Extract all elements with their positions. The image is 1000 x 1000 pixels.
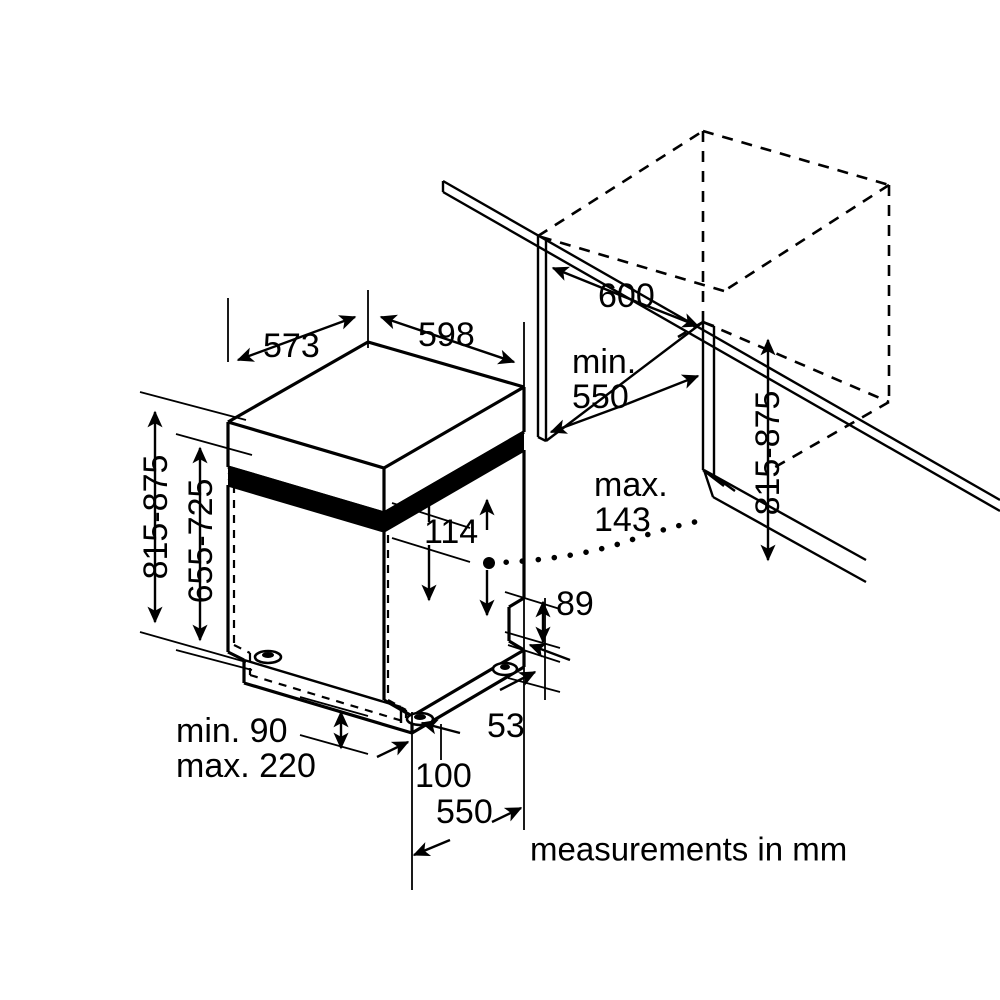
leader-max-143 (483, 518, 703, 569)
label-815-875-appliance: 815-875 (137, 455, 175, 580)
control-panel-strip (227, 430, 525, 533)
dishwasher-appliance (226, 340, 526, 735)
appliance-right-side-lower (507, 450, 526, 652)
label-114: 114 (424, 513, 478, 551)
label-max-143-line1: max. (594, 466, 668, 504)
label-max-220: max. 220 (176, 747, 316, 785)
extension-lines (139, 290, 561, 890)
dimension-arrow-598 (379, 314, 516, 365)
appliance-door-front-face (226, 485, 386, 700)
label-89: 89 (556, 585, 594, 623)
dimension-arrow-550 (412, 806, 523, 857)
units-caption: measurements in mm (530, 831, 847, 868)
dimension-arrow-100 (376, 719, 461, 759)
dimension-arrow-600 (551, 266, 700, 328)
label-598: 598 (418, 316, 475, 354)
dimension-arrow-573 (236, 315, 357, 362)
niche-right-side-panel (701, 320, 736, 492)
foot-front-right (405, 711, 435, 727)
niche-bottom-shelf (545, 321, 704, 442)
label-min-550-line2: 550 (572, 378, 629, 416)
label-53: 53 (487, 707, 525, 745)
label-573: 573 (263, 327, 320, 365)
worktop-surface (441, 179, 1000, 513)
niche-cabinet-dashed-outline (537, 129, 891, 472)
label-655-725: 655-725 (182, 479, 220, 604)
foot-rear-right (491, 661, 519, 677)
dimension-arrow-min-550 (549, 374, 700, 434)
leader-dot-max-143 (483, 557, 495, 569)
label-min-550-line1: min. (572, 343, 636, 381)
label-600: 600 (598, 277, 655, 315)
floor-lines-right (702, 468, 867, 584)
appliance-feet (253, 649, 519, 727)
foot-front-left (253, 649, 283, 665)
label-min-90: min. 90 (176, 712, 288, 750)
dimension-arrow-114 (421, 485, 495, 617)
dimension-arrow-53 (499, 643, 571, 692)
niche-left-side-panel (536, 236, 548, 443)
label-550: 550 (436, 793, 493, 831)
appliance-hidden-edges (232, 470, 408, 724)
label-100: 100 (415, 757, 472, 795)
label-815-875-niche: 815-875 (749, 391, 787, 516)
label-max-143-line2: 143 (594, 501, 651, 539)
